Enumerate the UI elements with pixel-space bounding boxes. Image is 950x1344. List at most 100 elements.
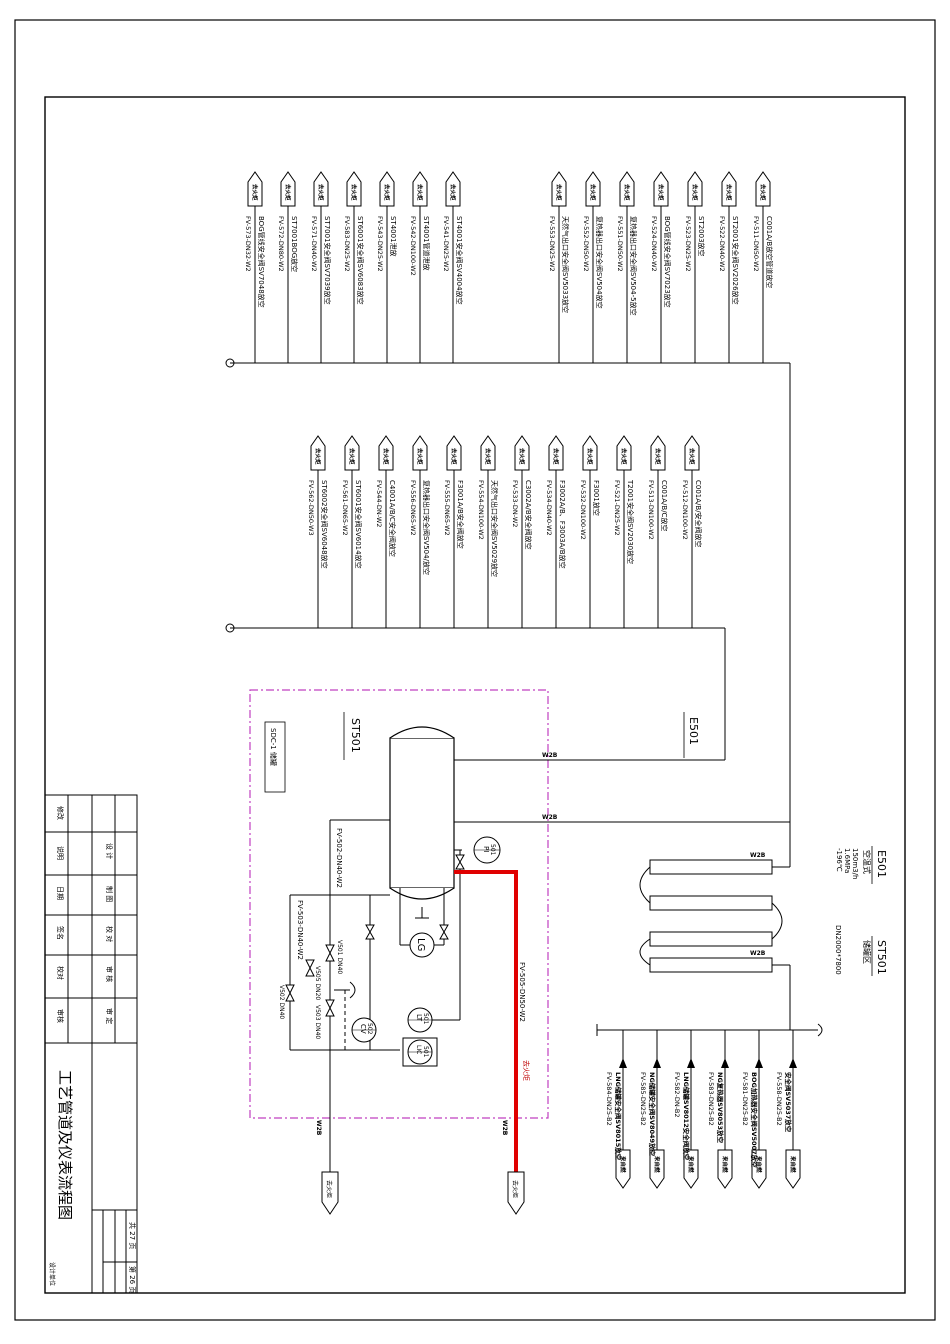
valve-v503[interactable] bbox=[325, 999, 335, 1017]
title-block-row-4: 设 计 bbox=[105, 843, 114, 859]
upper-right-branch-tag-0: 去火炬 bbox=[755, 171, 771, 207]
red-pipe-note: 去火炬 bbox=[522, 1060, 531, 1081]
lower-branch-pipe-3: FV-582-DN-B2 bbox=[673, 1072, 681, 1117]
lower-branch-tag-label-3: 来自燃 bbox=[687, 1155, 695, 1173]
lower-branch-tag-label-4: 来自燃 bbox=[653, 1155, 661, 1173]
lower-branch-pipe-2: FV-583-DN25-B2 bbox=[707, 1072, 715, 1126]
upper-right-branch-name-0: C001A/B放空管道放空 bbox=[765, 216, 774, 288]
lower-branch-tag-4: 来自燃 bbox=[649, 1149, 665, 1189]
title-block-rows: 审 定审 核校 对制 图设 计 bbox=[105, 843, 114, 1024]
upper-right-branch-pipe-1: FV-522-DN40-W2 bbox=[718, 216, 726, 272]
instrument-cv502[interactable]: CV 502 bbox=[351, 1017, 377, 1043]
svg-text:501: 501 bbox=[422, 1046, 429, 1058]
middle-branch-tag-8-label: 去火炬 bbox=[416, 448, 424, 465]
upper-right-branch-tag-2-label: 去火炬 bbox=[691, 184, 699, 201]
upper-right-branch-tag-3-label: 去火炬 bbox=[657, 184, 665, 201]
middle-branch-pipe-7: FV-555-DN65-W2 bbox=[443, 480, 451, 536]
upper-left-branch-tag-6: 去火炬 bbox=[247, 171, 263, 207]
small-valves bbox=[365, 854, 465, 940]
inner-border bbox=[44, 96, 906, 1294]
middle-branch-tag-5: 去火炬 bbox=[514, 435, 530, 471]
outer-border bbox=[14, 19, 936, 1321]
st501-tag: ST501 bbox=[349, 718, 362, 753]
instrument-pi501[interactable]: PI 501 bbox=[473, 836, 501, 864]
title-block-row-1: 审 核 bbox=[105, 966, 114, 982]
signature-field-0: 修改 bbox=[56, 806, 65, 820]
upper-left-branch-pipe-1: FV-542-DN100-W2 bbox=[409, 216, 417, 276]
middle-branch-tag-7: 去火炬 bbox=[446, 435, 462, 471]
upper-left-branch-pipe-3: FV-583-DN25-W2 bbox=[343, 216, 351, 272]
lower-branch-name-5: LNG储罐安全阀SV8015放空 bbox=[614, 1072, 623, 1161]
middle-branch-pipe-5: FV-533-DN-W2 bbox=[511, 480, 519, 527]
w-mark-e2: W2B bbox=[750, 950, 766, 957]
pipe-left-label: FV-503-DN40-W2 bbox=[296, 900, 304, 960]
lower-branch-name-2: NG复热器SV8053放空 bbox=[716, 1072, 725, 1144]
valve-v505[interactable] bbox=[305, 959, 315, 977]
middle-branch-name-2: T2001安全阀SV2030放空 bbox=[626, 479, 635, 564]
w-mark-e1: W2B bbox=[750, 852, 766, 859]
bottom-left-arrow bbox=[321, 1140, 339, 1215]
st501-vessel bbox=[389, 726, 455, 919]
middle-header-group bbox=[225, 623, 726, 720]
middle-branch-name-10: ST6001安全阀SV6014放空 bbox=[354, 480, 363, 569]
valve-v501[interactable] bbox=[325, 944, 335, 962]
middle-branch-name-4: F3002A/B、F3003A/B放空 bbox=[558, 480, 567, 569]
upper-left-branch-tag-5: 去火炬 bbox=[280, 171, 296, 207]
middle-branch-name-5: C3002A/B安全阀放空 bbox=[524, 480, 533, 550]
middle-branch-pipe-3: FV-532-DN100-W2 bbox=[579, 480, 587, 540]
instrument-lic501[interactable]: LIC 501 bbox=[402, 1037, 438, 1067]
middle-branch-tag-11: 去火炬 bbox=[310, 435, 326, 471]
instrument-lg[interactable]: LG bbox=[409, 932, 435, 958]
control-valve-actuator bbox=[334, 981, 356, 999]
middle-branch-tag-0: 去火炬 bbox=[684, 435, 700, 471]
w-mark-red: W2B bbox=[501, 1120, 508, 1136]
lower-branch-tag-label-1: 来自燃 bbox=[755, 1155, 763, 1173]
st501b-tag: ST501 bbox=[875, 940, 888, 975]
st501b-size: DN2000*7800 bbox=[834, 925, 842, 975]
lower-branch-tag-5: 来自燃 bbox=[615, 1149, 631, 1189]
middle-branch-name-0: C001A/B/安全阀放空 bbox=[694, 480, 703, 548]
upper-left-branch-pipe-5: FV-572-DN80-W2 bbox=[277, 216, 285, 272]
middle-branch-tag-4-label: 去火炬 bbox=[552, 448, 560, 465]
middle-branch-name-9: C4001A/B/C安全阀放空 bbox=[388, 480, 397, 557]
middle-branches: 去火炬C001A/B/安全阀放空FV-512-DN100-W2去火炬C001A/… bbox=[307, 435, 703, 628]
middle-branch-pipe-10: FV-561-DN65-W2 bbox=[341, 480, 349, 536]
svg-text:LG: LG bbox=[415, 938, 426, 951]
e501-top-tag: E501 bbox=[687, 717, 700, 745]
upper-left-branch-pipe-6: FV-573-DN32-W2 bbox=[244, 216, 252, 272]
middle-branch-pipe-11: FV-562-DN50-W3 bbox=[307, 480, 315, 536]
lower-branch-name-4: NG储罐安全阀SV8049放空 bbox=[648, 1072, 657, 1157]
st501-name-box bbox=[264, 721, 286, 793]
upper-left-branch-name-6: BOG管线安全阀SV7048放空 bbox=[257, 216, 266, 308]
upper-right-branch-pipe-2: FV-523-DN25-W2 bbox=[684, 216, 692, 272]
middle-branch-name-8: 复热器出口安全阀SV504/放空 bbox=[422, 480, 431, 575]
upper-left-branch-tag-5-label: 去火炬 bbox=[284, 184, 292, 201]
instrument-lt501[interactable]: LT 501 bbox=[407, 1007, 433, 1033]
middle-branch-pipe-4: FV-534-DN40-W2 bbox=[545, 480, 553, 536]
red-pipe-line bbox=[454, 870, 518, 1172]
lower-branch-tag-label-0: 来自燃 bbox=[789, 1155, 797, 1173]
upper-left-branch-tag-0-label: 去火炬 bbox=[449, 184, 457, 201]
middle-branch-pipe-6: FV-554-DN100-W2 bbox=[477, 480, 485, 540]
middle-branch-name-6: 天然气出口安全阀SV5029放空 bbox=[490, 480, 499, 577]
valve-v502[interactable] bbox=[285, 984, 295, 1002]
signature-field-1: 说明 bbox=[56, 846, 65, 860]
signature-field-3: 签名 bbox=[56, 926, 65, 940]
title-block-sheet-total: 共 27 页 bbox=[128, 1222, 137, 1249]
pipe-top-label: FV-502-DN40-W2 bbox=[335, 828, 343, 888]
red-pipe-label: FV-505-DN50-W2 bbox=[518, 962, 526, 1022]
middle-branch-4: 去火炬 F3002A/B、F3003A/B放空 FV-534-DN40-W2 bbox=[545, 435, 567, 628]
upper-right-branch-name-5: 复热器出口安全阀SV504放空 bbox=[595, 216, 604, 309]
middle-branch-tag-1: 去火炬 bbox=[650, 435, 666, 471]
middle-branch-tag-8: 去火炬 bbox=[412, 435, 428, 471]
